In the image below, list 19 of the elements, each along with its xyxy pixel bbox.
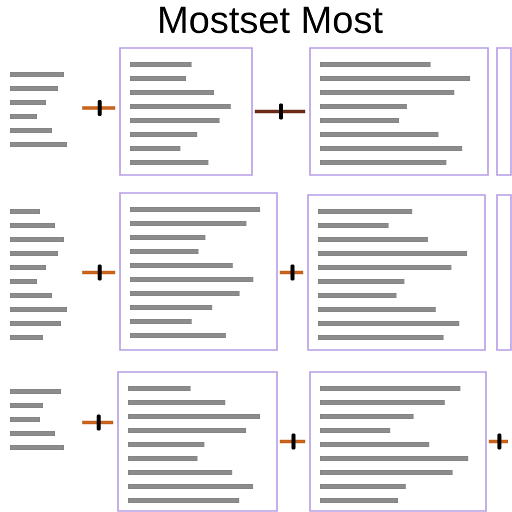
text-block-drawing [10,209,67,340]
connector [488,434,508,450]
process-box [117,371,278,512]
process-box [309,371,487,512]
title: Mostset Most [160,6,383,34]
process-box [496,47,512,176]
text-block-drawing [10,72,67,147]
process-box [119,192,278,351]
process-box [309,47,489,176]
connector [254,104,306,120]
connector [82,414,114,430]
connector [280,264,304,280]
connector [82,100,116,116]
process-box [307,194,486,351]
process-box [496,194,512,351]
process-box [119,47,253,176]
text-block-drawing [10,389,64,450]
connector [82,264,116,280]
connector [280,434,306,450]
